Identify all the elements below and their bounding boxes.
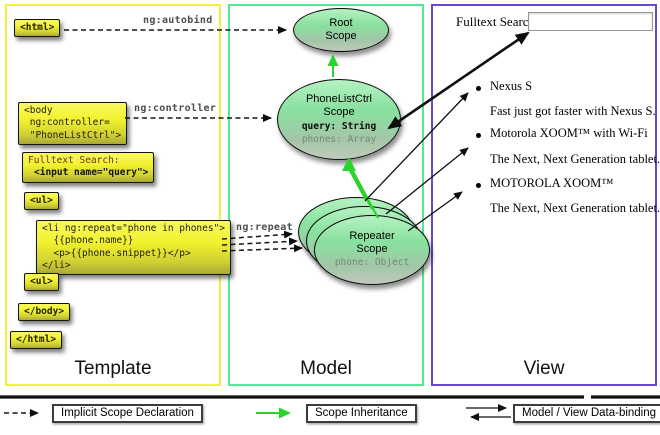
code-html-open: <html> [14,19,61,38]
phonelistctrl-scope-node: PhoneListCtrl Scope query: String phones… [277,79,401,160]
view-item-title[interactable]: Motorola XOOM™ with Wi-Fi [490,126,648,140]
code-ul-open: <ul> [24,192,59,211]
bullet-icon [476,133,481,138]
ng-autobind-label: ng:autobind [143,15,213,26]
legend-model-view-data-binding: Model / View Data-binding [513,404,660,423]
phonelistctrl-phones-attr: phones: Array [301,133,377,145]
view-item-title[interactable]: MOTOROLA XOOM™ [490,176,614,190]
template-panel-label: Template [74,358,152,379]
code-li-repeat: <li ng:repeat="phone in phones"> {{phone… [36,220,232,276]
view-item-desc: Fast just got faster with Nexus S. [490,104,656,118]
bullet-icon [476,86,481,91]
root-scope-title: Root Scope [325,17,357,42]
root-scope-node: Root Scope [293,8,389,52]
code-body-close: </body> [18,303,71,322]
bullet-icon [476,183,481,188]
ng-repeat-label: ng:repeat [236,222,293,233]
phonelistctrl-scope-title: PhoneListCtrl Scope [305,93,373,118]
code-ul-close: <ul> [24,273,59,292]
phonelistctrl-query-attr: query: String [301,121,377,133]
code-html-close: </html> [10,331,63,350]
repeater-phone-attr: phone: Object [334,257,410,269]
legend-implicit-scope-declaration: Implicit Scope Declaration [52,404,203,423]
code-body-open: <body ng:controller= "PhoneListCtrl"> [18,102,128,146]
view-item-title[interactable]: Nexus S [490,79,533,93]
repeater-scope-title: Repeater Scope [349,230,395,255]
repeater-scope-node: Repeater Scope phone: Object [314,215,430,285]
view-item-desc: The Next, Next Generation tablet. [490,201,660,215]
legend-scope-inheritance: Scope Inheritance [306,404,417,423]
model-panel-label: Model [300,358,352,379]
code-fulltext-input: <input name="query"> [34,167,149,179]
ng-controller-label: ng:controller [134,103,217,114]
code-fulltext-label: Fulltext Search: [28,155,120,166]
view-panel: View [431,4,657,386]
fulltext-search-label: Fulltext Search: [456,14,539,29]
view-item-desc: The Next, Next Generation tablet. [490,152,660,166]
model-panel: Model [228,4,424,386]
fulltext-search-input[interactable] [528,12,653,31]
view-panel-label: View [523,358,565,379]
code-fulltext-search: Fulltext Search: <input name="query"> [22,152,155,183]
